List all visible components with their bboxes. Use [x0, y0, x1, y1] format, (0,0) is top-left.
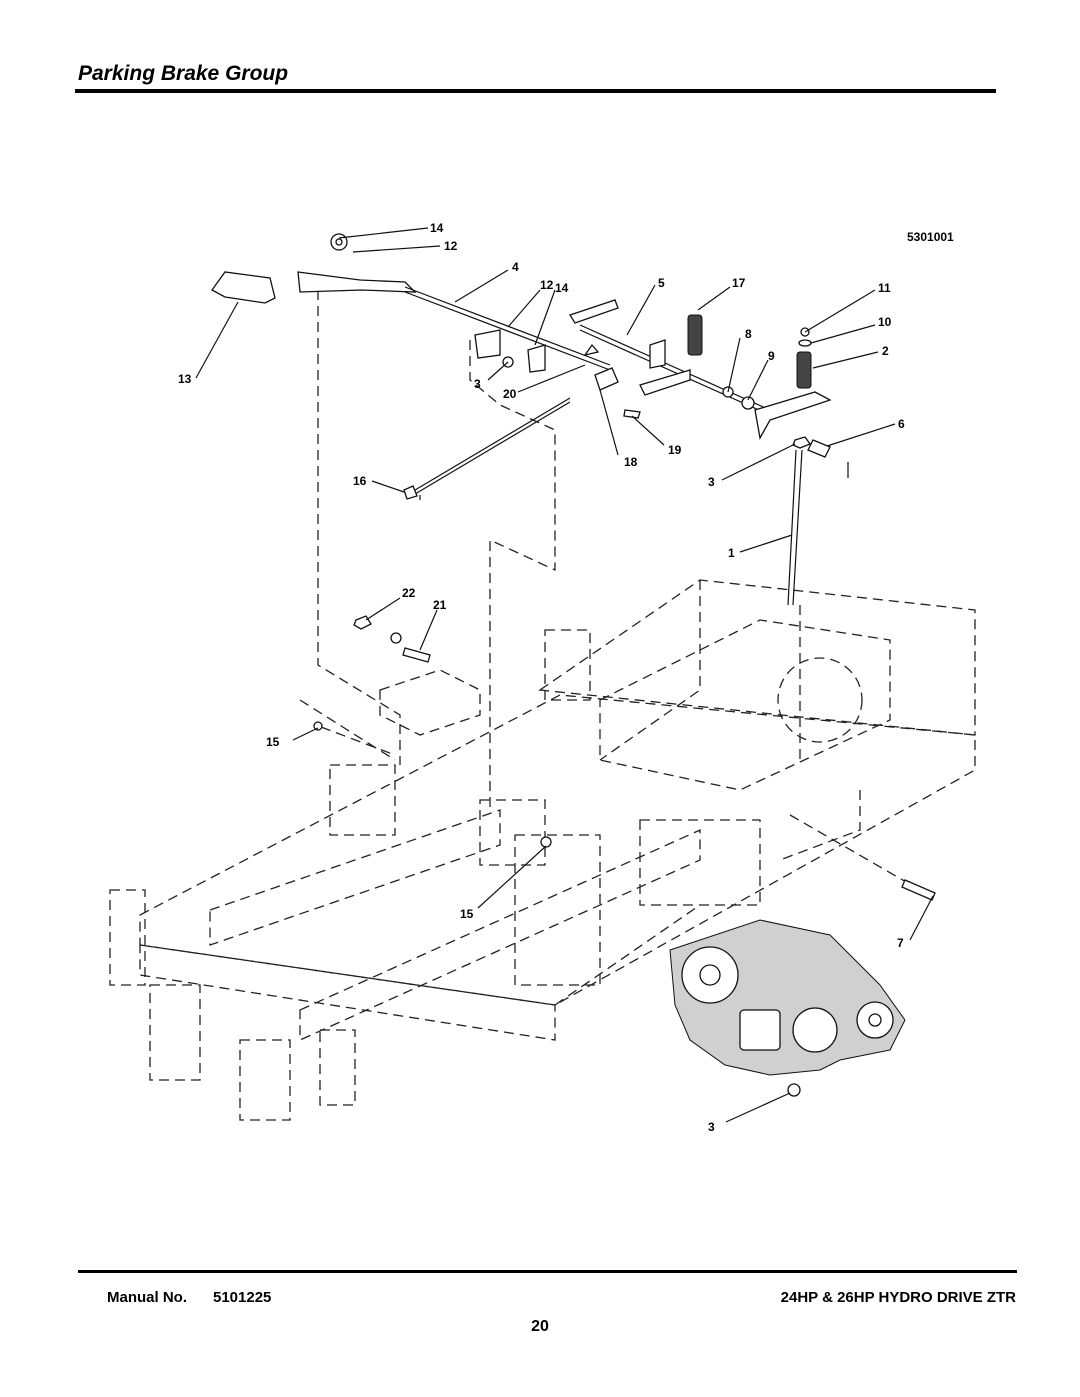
callout-3: 3 [474, 377, 481, 391]
callout-14: 14 [430, 221, 444, 235]
chassis-frame [109, 579, 976, 1121]
brake-lever [297, 271, 417, 293]
callout-numbers: 14 12 4 12 14 5 17 11 10 2 8 9 13 3 20 1… [178, 221, 905, 1134]
callout-15: 15 [460, 907, 474, 921]
manual-label: Manual No. [107, 1289, 188, 1306]
hydro-transmission [669, 919, 906, 1076]
callout-3: 3 [708, 475, 715, 489]
callout-14: 14 [555, 281, 569, 295]
title-rule [75, 89, 996, 93]
callout-6: 6 [898, 417, 905, 431]
callout-8: 8 [745, 327, 752, 341]
diagram-id: 5301001 [907, 230, 954, 244]
callout-16: 16 [353, 474, 367, 488]
model-name: 24HP & 26HP HYDRO DRIVE ZTR [780, 1289, 1016, 1306]
callout-17: 17 [732, 276, 746, 290]
callout-13: 13 [178, 372, 192, 386]
callout-9: 9 [768, 349, 775, 363]
callout-15: 15 [266, 735, 280, 749]
parts [211, 233, 936, 1097]
callout-4: 4 [512, 260, 519, 274]
callout-leaders [195, 227, 934, 1123]
callout-1: 1 [728, 546, 735, 560]
callout-3: 3 [708, 1120, 715, 1134]
callout-19: 19 [668, 443, 682, 457]
callout-22: 22 [402, 586, 416, 600]
footer-rule [78, 1270, 1017, 1273]
callout-11: 11 [878, 281, 891, 295]
callout-12: 12 [540, 278, 554, 292]
page-title: Parking Brake Group [78, 62, 289, 85]
assembly-leaders [317, 290, 921, 891]
callout-7: 7 [897, 936, 904, 950]
page-number: 20 [531, 1318, 549, 1335]
pedal-pad [211, 271, 276, 304]
callout-2: 2 [882, 344, 889, 358]
callout-21: 21 [433, 598, 447, 612]
manual-number: 5101225 [213, 1289, 272, 1306]
callout-12: 12 [444, 239, 458, 253]
callout-20: 20 [503, 387, 517, 401]
callout-18: 18 [624, 455, 638, 469]
callout-5: 5 [658, 276, 665, 290]
callout-10: 10 [878, 315, 892, 329]
